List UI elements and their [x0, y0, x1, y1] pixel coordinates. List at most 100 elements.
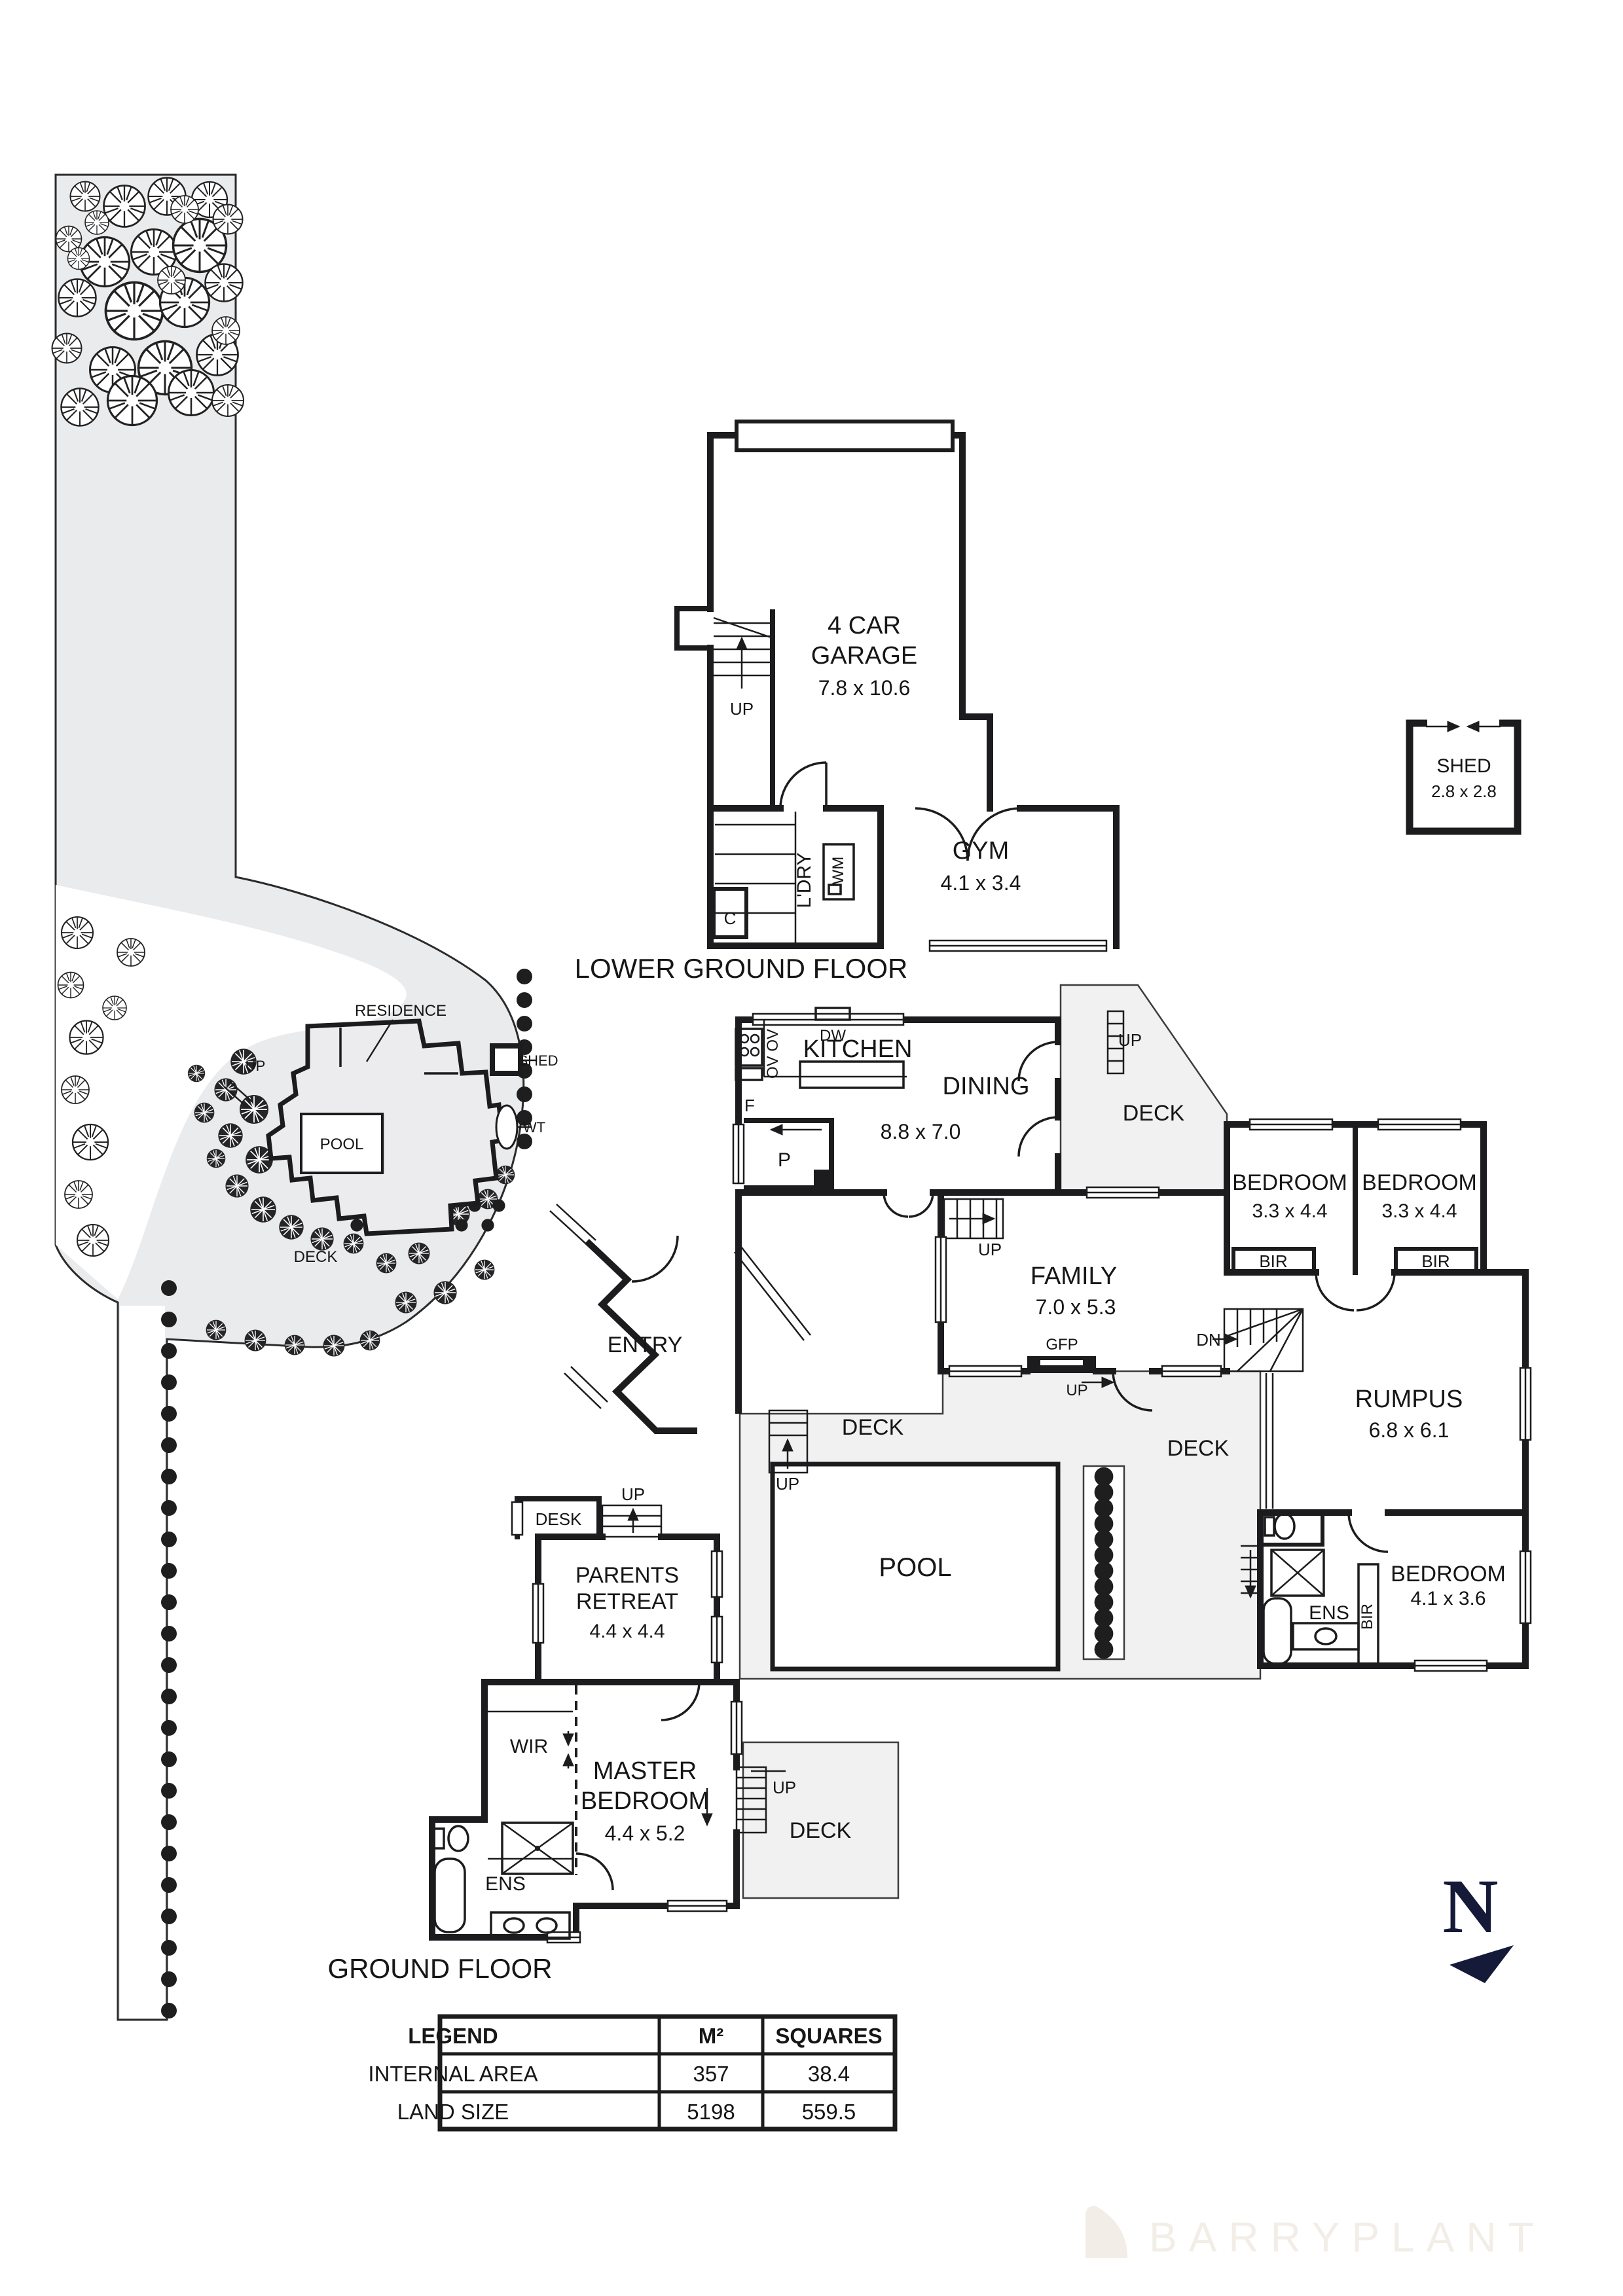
entry-label: ENTRY — [608, 1333, 683, 1357]
stairs-up-label: UP — [978, 1240, 1002, 1259]
family-label: FAMILY — [1030, 1263, 1117, 1290]
ov-label: OV OV — [764, 1029, 782, 1079]
entry-zone — [549, 1204, 811, 1434]
bedroom2-dims: 3.3 x 4.4 — [1381, 1200, 1457, 1222]
legend-header-m2: M² — [699, 2024, 723, 2048]
rumpus-dims: 6.8 x 6.1 — [1369, 1418, 1450, 1442]
pantry-label: P — [778, 1149, 791, 1171]
bedroom1-label: BEDROOM — [1232, 1170, 1347, 1195]
wir-label: WIR — [510, 1736, 548, 1757]
parents-retreat-label2: RETREAT — [576, 1589, 678, 1614]
site-shed-label: SHED — [518, 1052, 558, 1069]
deck-step-up — [768, 1409, 809, 1474]
dw-label: DW — [820, 1027, 846, 1045]
gfp-label: GFP — [1046, 1336, 1078, 1354]
legend-row2-m2: 5198 — [687, 2100, 735, 2124]
north-label: N — [1442, 1863, 1498, 1949]
bedroom2-label: BEDROOM — [1362, 1170, 1477, 1195]
family-door-up-label: UP — [1066, 1382, 1087, 1399]
deck-master-label: DECK — [790, 1818, 852, 1843]
gym-label: GYM — [953, 837, 1010, 865]
bir3-label: BIR — [1359, 1604, 1376, 1630]
master-deck-stairs — [735, 1766, 786, 1834]
deck-right-label: DECK — [1167, 1436, 1230, 1461]
entry-up-label: UP — [621, 1484, 645, 1504]
lower-ground-floor: UP L'DRY WM C 4 CAR 7.8 x 10.6 GARAGE GY… — [575, 420, 1120, 984]
ground-floor-title: GROUND FLOOR — [327, 1953, 552, 1984]
pool — [770, 1462, 1061, 1672]
watermark: BARRYPLANT — [1085, 2206, 1546, 2261]
parents-retreat-label1: PARENTS — [575, 1563, 679, 1588]
ens2-fixtures — [1262, 1513, 1379, 1667]
bedroom3-label: BEDROOM — [1391, 1562, 1506, 1587]
garage-label-line2: GARAGE — [811, 642, 918, 670]
site-mini-shed — [490, 1043, 523, 1076]
legend-row1-label: INTERNAL AREA — [368, 2062, 538, 2086]
garage-label: 4 CAR — [828, 612, 901, 639]
dining-label: DINING — [943, 1073, 1030, 1100]
site-water-tank — [495, 1104, 519, 1150]
north-arrow: N — [1442, 1863, 1514, 1983]
family-dims: 7.0 x 5.3 — [1036, 1295, 1116, 1319]
garage-dims: 7.8 x 10.6 — [818, 676, 911, 700]
winder-stairs — [1223, 1308, 1304, 1372]
laundry-label: L'DRY — [793, 852, 815, 908]
legend-row2-squares: 559.5 — [802, 2100, 856, 2124]
dn-label: DN — [1196, 1330, 1221, 1350]
shed-detached: SHED 2.8 x 2.8 — [1406, 715, 1522, 835]
deck-ne-label: DECK — [1123, 1101, 1185, 1126]
site-residence-label: RESIDENCE — [355, 1002, 447, 1020]
garage-door — [735, 420, 955, 452]
lower-ground-floor-title: LOWER GROUND FLOOR — [575, 953, 908, 984]
site-road — [56, 885, 407, 1299]
deck-master — [742, 1741, 900, 1899]
deck-ne-up-label: UP — [1118, 1030, 1142, 1050]
bedroom3-dims: 4.1 x 3.6 — [1410, 1588, 1486, 1609]
site-wt-label: WT — [523, 1119, 545, 1136]
site-deck-label: DECK — [294, 1248, 338, 1266]
legend-row1-m2: 357 — [693, 2062, 729, 2086]
site-driveway — [120, 1306, 165, 2018]
parents-retreat-dims: 4.4 x 4.4 — [589, 1621, 665, 1642]
bir2-label: BIR — [1421, 1251, 1450, 1271]
ens-master-label: ENS — [485, 1873, 526, 1895]
legend-row1-squares: 38.4 — [808, 2062, 850, 2086]
master-dims: 4.4 x 5.2 — [605, 1821, 685, 1845]
north-arrow-icon — [1450, 1945, 1514, 1983]
brand-text: BARRYPLANT — [1149, 2214, 1546, 2261]
shed-label: SHED — [1436, 755, 1491, 777]
legend-header-legend: LEGEND — [408, 2024, 498, 2048]
deck-ne-stairs — [1106, 1010, 1125, 1075]
internal-stairs-up — [943, 1198, 1004, 1240]
garage-stairs — [713, 617, 772, 689]
ens2-label: ENS — [1309, 1602, 1349, 1624]
pool-label: POOL — [879, 1553, 951, 1582]
site-pool-label: POOL — [320, 1136, 364, 1153]
deck-central-label: DECK — [842, 1415, 904, 1440]
dining-dims: 8.8 x 7.0 — [881, 1120, 961, 1143]
site-up-label: UP — [246, 1058, 266, 1074]
gym-dims: 4.1 x 3.4 — [941, 871, 1021, 895]
ens-master-fixtures — [432, 1821, 574, 1940]
master-label2: BEDROOM — [581, 1787, 709, 1815]
master-label1: MASTER — [593, 1757, 697, 1785]
garage-up-label: UP — [730, 699, 754, 719]
bedroom1-dims: 3.3 x 4.4 — [1252, 1200, 1327, 1222]
rumpus-label: RUMPUS — [1355, 1386, 1463, 1413]
shed-dims: 2.8 x 2.8 — [1431, 781, 1497, 801]
entry-steps — [601, 1504, 663, 1538]
site-mini-residence: RESIDENCE UP POOL DECK SHED WT — [223, 1002, 558, 1266]
ground-floor: POOL DW OV OV KITCHEN F P DI — [327, 984, 1532, 1984]
legend-table: LEGEND M² SQUARES INTERNAL AREA 357 38.4… — [368, 2014, 898, 2132]
brand-icon — [1085, 2206, 1127, 2258]
fridge-label: F — [744, 1096, 755, 1115]
desk-nib — [511, 1496, 602, 1539]
deck-northeast — [1059, 984, 1228, 1194]
legend-row2-label: LAND SIZE — [397, 2100, 509, 2124]
desk-label: DESK — [536, 1509, 582, 1529]
closet-label: C — [724, 908, 737, 928]
bir1-label: BIR — [1259, 1251, 1287, 1271]
master-deck-up-label: UP — [773, 1778, 796, 1797]
deck-step-up-label: UP — [776, 1474, 799, 1494]
